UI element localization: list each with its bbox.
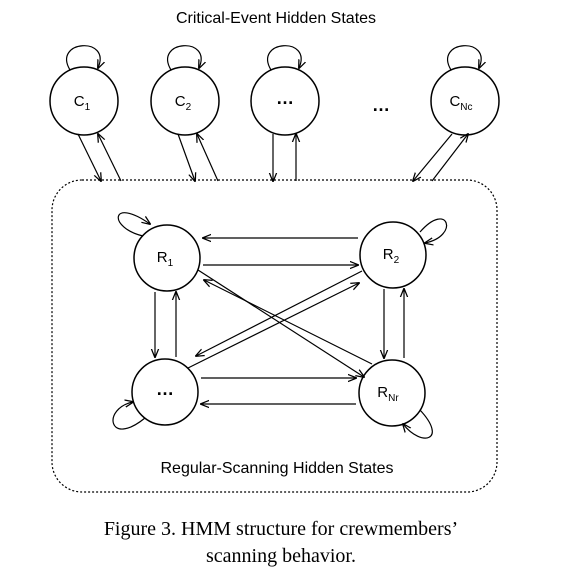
arrow-group-to-cnc: [431, 134, 468, 182]
diagram-title: Critical-Event Hidden States: [176, 10, 376, 27]
critical-state-c1: C1: [49, 66, 119, 136]
regular-state-ellipsis: …: [131, 358, 199, 426]
arrow-rnr-to-r1: [204, 280, 373, 365]
arrow-group-to-c1: [98, 134, 122, 182]
self-loop-r2: [419, 218, 448, 243]
self-loop-cnc: [447, 45, 482, 70]
self-loop-c1: [66, 45, 101, 70]
regular-states-group-box: [51, 179, 498, 493]
self-loop-ellipsis-regular: [112, 402, 146, 430]
regular-state-rnr: RNr: [358, 359, 426, 427]
caption-line-2: scanning behavior.: [206, 545, 356, 567]
self-loop-rnr: [403, 409, 433, 439]
svg-text:R1: R1: [157, 249, 174, 269]
regular-state-r2: R2: [359, 221, 427, 289]
arrow-r1-to-rnr: [197, 269, 364, 377]
critical-state-ellipsis: …: [250, 66, 320, 136]
svg-text:…: …: [156, 379, 174, 399]
svg-text:…: …: [276, 88, 294, 108]
arrow-c1-to-group: [77, 133, 101, 181]
self-loop-c2: [167, 45, 202, 70]
svg-text:RNr: RNr: [377, 384, 399, 404]
regular-state-r1: R1: [133, 224, 201, 292]
critical-state-c2: C2: [150, 66, 220, 136]
arrow-r2-to-ellipsis: [196, 270, 363, 356]
self-loop-r1: [117, 212, 150, 237]
arrow-ellipsis-to-r2: [187, 283, 359, 369]
arrow-cnc-to-group: [413, 133, 453, 181]
arrow-c2-to-group: [177, 133, 195, 181]
svg-text:C2: C2: [175, 93, 192, 113]
arrow-group-to-c2: [197, 134, 219, 182]
svg-text:CNc: CNc: [449, 93, 472, 113]
figure-caption: Figure 3. HMM structure for crewmembers’…: [0, 516, 562, 570]
caption-line-1: Figure 3. HMM structure for crewmembers’: [103, 518, 459, 540]
svg-text:R2: R2: [383, 246, 400, 266]
critical-state-cnc: CNc: [430, 66, 500, 136]
regular-states-group-label: Regular-Scanning Hidden States: [160, 460, 393, 477]
svg-text:C1: C1: [74, 93, 91, 113]
self-loop-ellipsis: [267, 45, 302, 70]
critical-states-between-ellipsis: …: [372, 95, 390, 115]
